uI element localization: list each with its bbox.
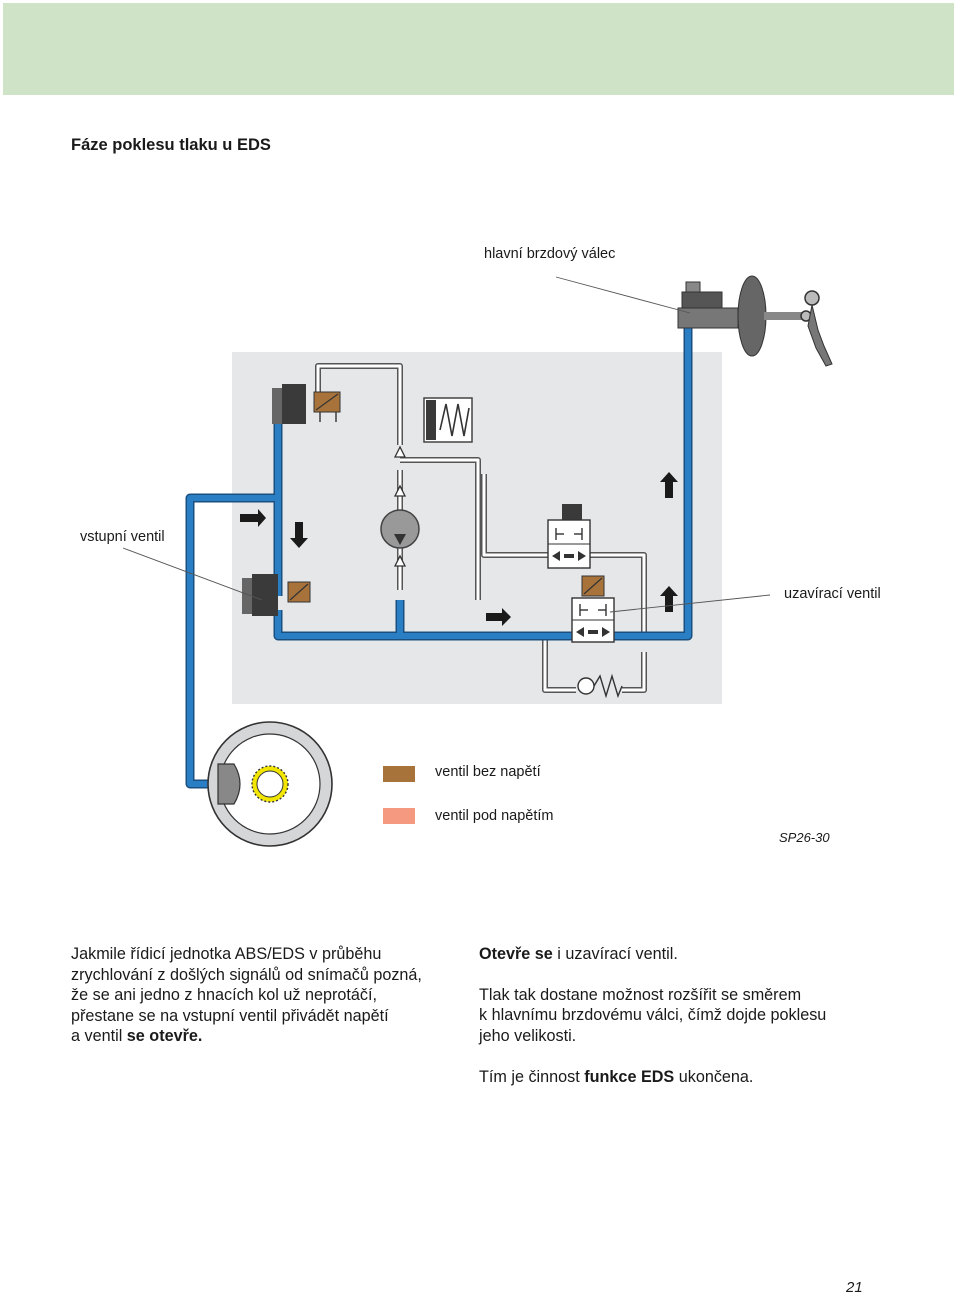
- page-title: Fáze poklesu tlaku u EDS: [71, 136, 271, 154]
- text-line: jeho velikosti.: [479, 1026, 577, 1045]
- label-master-cylinder: hlavní brzdový válec: [484, 246, 616, 262]
- text-line: že se ani jedno z hnacích kol už neprotá…: [71, 986, 377, 1005]
- text-line: Otevře se i uzavírací ventil.: [479, 945, 678, 963]
- leader-lines: [122, 276, 771, 613]
- shutoff-valve-lower: [571, 575, 615, 643]
- text-right-column: Otevře se i uzavírací ventil. Tlak tak d…: [479, 944, 826, 1088]
- legend-unpowered: ventil bez napětí: [435, 764, 541, 780]
- text-line: zrychlování z došlých signálů od snímačů…: [71, 965, 422, 984]
- inlet-valve-lower: [242, 574, 311, 616]
- return-pump: [380, 509, 420, 549]
- page-number: 21: [846, 1279, 863, 1296]
- text-line: Tím je činnost funkce EDS ukončena.: [479, 1068, 754, 1087]
- label-inlet-valve: vstupní ventil: [80, 529, 165, 545]
- legend-swatch-powered: [383, 808, 415, 824]
- pressure-relief-valve: [577, 673, 623, 699]
- legend-swatch-unpowered: [383, 766, 415, 782]
- text-line: Jakmile řídicí jednotka ABS/EDS v průběh…: [71, 945, 382, 963]
- check-valves: [393, 445, 407, 567]
- text-line: a ventil se otevře.: [71, 1027, 203, 1046]
- shutoff-valve-upper: [547, 504, 591, 569]
- flow-arrows: [240, 472, 678, 626]
- label-shutoff-valve: uzavírací ventil: [784, 586, 881, 602]
- text-left-column: Jakmile řídicí jednotka ABS/EDS v průběh…: [71, 944, 422, 1047]
- accumulator: [423, 397, 473, 443]
- header-band: [3, 3, 954, 95]
- figure-code: SP26-30: [779, 830, 830, 845]
- text-line: k hlavnímu brzdovému válci, čímž dojde p…: [479, 1006, 827, 1025]
- master-cylinder: [677, 275, 833, 367]
- legend-powered: ventil pod napětím: [435, 808, 554, 824]
- text-line: přestane se na vstupní ventil přivádět n…: [71, 1006, 389, 1025]
- wheel: [207, 721, 333, 847]
- text-line: Tlak tak dostane možnost rozšířit se smě…: [479, 985, 802, 1004]
- inlet-valve-upper: [272, 384, 341, 424]
